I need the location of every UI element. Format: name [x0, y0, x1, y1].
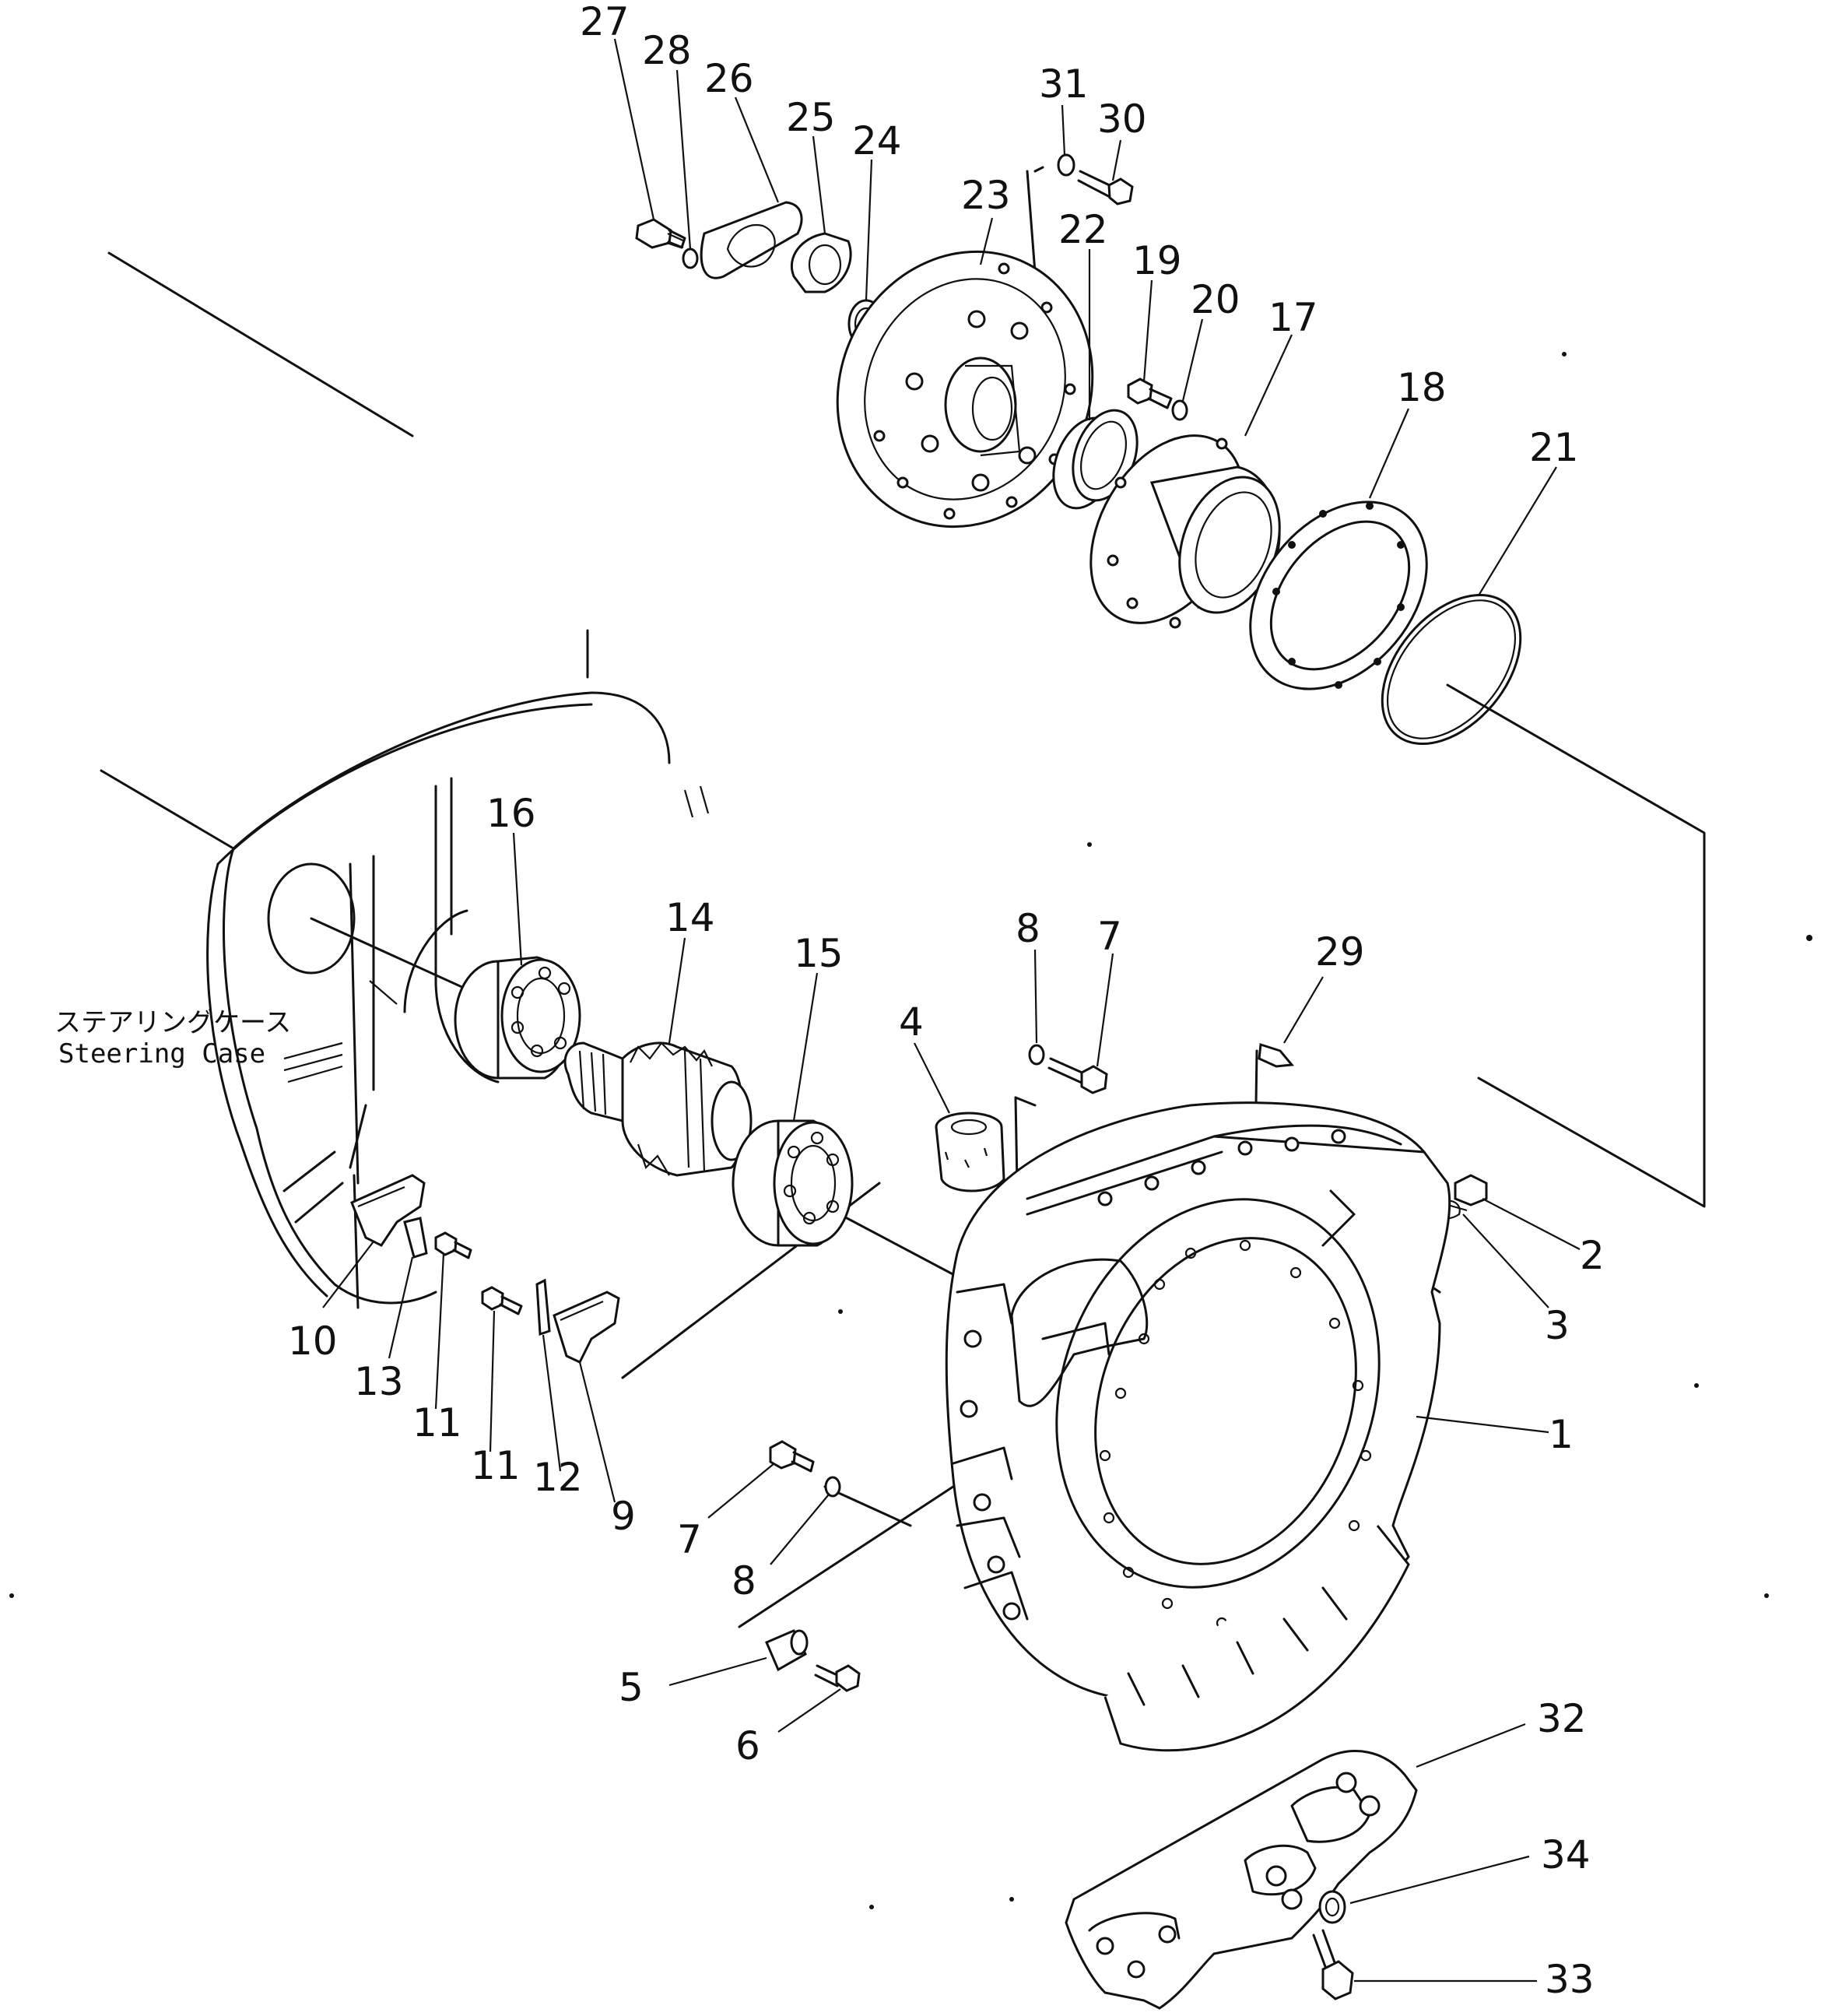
callout-6: 6 [735, 1723, 760, 1768]
part-7-bolt-lower [769, 1440, 815, 1473]
callout-7: 7 [1097, 914, 1122, 959]
part-1-case [945, 1101, 1451, 1752]
callout-11: 11 [412, 1400, 462, 1445]
specks [9, 352, 1812, 1909]
part-18-shim [1249, 500, 1428, 690]
callout-24: 24 [852, 118, 902, 163]
part-34-washer [1318, 1890, 1346, 1924]
callout-17: 17 [1268, 295, 1318, 340]
callout-32: 32 [1537, 1696, 1587, 1741]
callout-23: 23 [961, 173, 1011, 218]
part-13-clip [403, 1217, 428, 1259]
callout-30: 30 [1097, 97, 1147, 142]
callout-33: 33 [1545, 1957, 1595, 2002]
callout-28: 28 [642, 28, 692, 73]
callout-5: 5 [619, 1665, 644, 1710]
part-8-washer-upper [1028, 1044, 1045, 1066]
part-27-bolt [635, 218, 686, 249]
callout-2: 2 [1580, 1233, 1605, 1278]
callout-19: 19 [1132, 238, 1182, 283]
part-31-washer [1057, 153, 1075, 177]
callout-3: 3 [1545, 1303, 1570, 1348]
part-32-support [1065, 1750, 1418, 2010]
part-6-bolt [814, 1664, 861, 1692]
callout-21: 21 [1529, 425, 1579, 470]
callout-4: 4 [899, 999, 924, 1045]
part-8-washer-lower [824, 1476, 841, 1498]
part-14-pinion-shaft [563, 1041, 753, 1177]
callout-18: 18 [1397, 365, 1447, 410]
callout-14: 14 [665, 895, 715, 940]
part-26-plate [700, 201, 803, 279]
part-33-bolt [1312, 1929, 1354, 2000]
part-11-bolt-b [481, 1286, 523, 1315]
callout-13: 13 [354, 1359, 404, 1404]
callout-1: 1 [1549, 1412, 1574, 1457]
callout-34: 34 [1541, 1832, 1591, 1877]
steering-case-label-jp: ステアリングケース [54, 1007, 291, 1038]
callout-11-second: 11 [471, 1443, 521, 1488]
callout-27: 27 [580, 0, 630, 44]
steering-case-label-en: Steering Case [58, 1038, 265, 1069]
callout-25: 25 [786, 95, 836, 140]
part-22-bearing-race [1052, 409, 1139, 510]
part-11-bolt-a [434, 1231, 472, 1259]
part-12-clip [535, 1278, 551, 1336]
part-25-nut [790, 232, 852, 293]
part-5-sleeve [765, 1629, 809, 1672]
callout-16: 16 [486, 791, 536, 836]
callout-26: 26 [704, 56, 754, 101]
callout-8: 8 [1016, 906, 1040, 951]
part-7-bolt-upper [1047, 1057, 1108, 1094]
part-28-washer [682, 248, 699, 269]
callout-20: 20 [1191, 277, 1240, 322]
callout-29: 29 [1315, 929, 1365, 975]
part-21-o-ring [1381, 593, 1522, 746]
part-16-bearing [454, 956, 581, 1080]
part-29-pin [1258, 1043, 1294, 1068]
callout-10: 10 [288, 1319, 338, 1364]
part-19-bolt [1127, 378, 1173, 409]
part-10-bracket [350, 1174, 426, 1247]
callout-7-second: 7 [677, 1517, 702, 1562]
part-23-hub-flange [836, 250, 1094, 529]
callout-22: 22 [1058, 207, 1108, 252]
part-30-bolt [1077, 170, 1134, 205]
steering-case: ステアリングケース Steering Case [54, 251, 710, 1305]
callout-numbers: 27 28 26 25 24 31 30 23 22 19 20 17 18 2… [288, 0, 1605, 2002]
part-2-plug [1454, 1174, 1488, 1206]
leader-lines [322, 38, 1581, 1983]
part-9-bracket [553, 1291, 620, 1364]
part-4-bushing [935, 1112, 1005, 1192]
part-20-washer [1171, 399, 1188, 421]
callout-12: 12 [533, 1455, 583, 1500]
callout-8-second: 8 [732, 1558, 756, 1603]
callout-31: 31 [1039, 61, 1089, 107]
callout-15: 15 [794, 931, 844, 976]
part-15-bearing [732, 1119, 854, 1247]
callout-9: 9 [611, 1494, 636, 1539]
